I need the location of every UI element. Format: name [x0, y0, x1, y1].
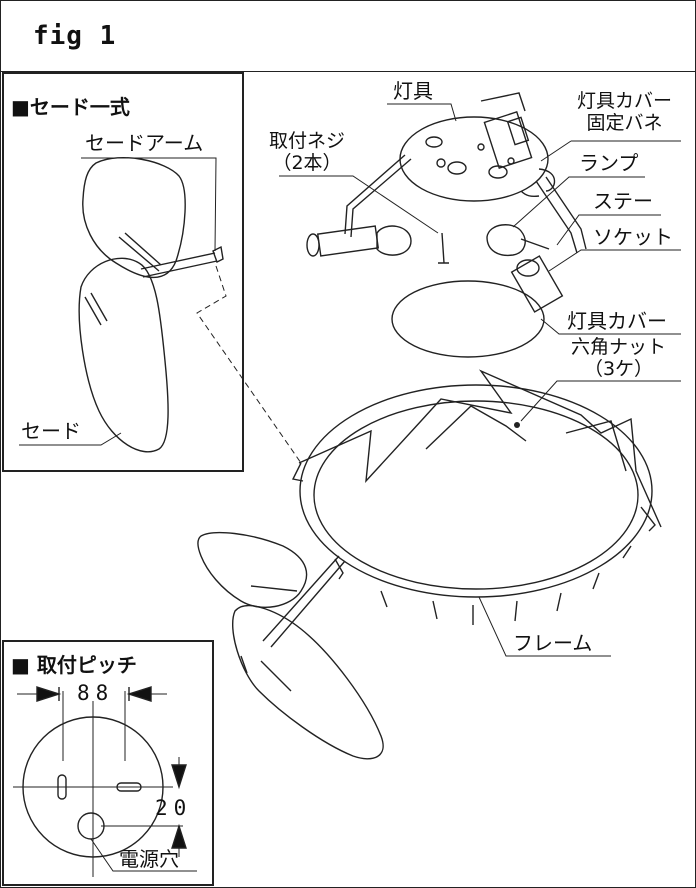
dim-arrow-top	[171, 764, 187, 790]
panel-shade-upper	[82, 156, 186, 279]
label-shade-arm: セードアーム	[85, 131, 204, 155]
frame-shade-arm	[262, 555, 346, 648]
figure-title: fig 1	[33, 21, 117, 51]
fixture-cover	[391, 280, 545, 358]
frame-shade-upper	[197, 531, 308, 608]
pitch-heading: ■ 取付ピッチ	[11, 653, 137, 677]
shade-panel-frame	[2, 72, 244, 472]
dim-arrow-right	[126, 686, 152, 702]
label-lamp: ランプ	[579, 151, 639, 175]
label-hex-nut: 六角ナット （3ケ）	[571, 336, 667, 381]
stay-right	[535, 176, 587, 254]
label-fixture-cover-spring: 灯具カバー 固定バネ	[577, 90, 673, 135]
mount-screw	[438, 232, 449, 264]
dim-arrow-left	[36, 686, 62, 702]
shade-set-heading: ■セード一式	[11, 95, 130, 119]
pitch-dimension-value: 88	[77, 681, 115, 705]
frame-shade-lower	[231, 604, 384, 760]
mount-slot-right	[116, 782, 142, 792]
label-fixture-cover: 灯具カバー	[567, 309, 667, 333]
label-mount-screw-line1: 取付ネジ	[269, 130, 346, 152]
title-bar: fig 1	[1, 1, 695, 72]
label-fixture-cover-spring-line2: 固定バネ	[586, 111, 663, 134]
panel-shade-lower	[78, 257, 169, 453]
frame-ring-outer	[299, 384, 653, 598]
label-fixture-cover-spring-line1: 灯具カバー	[577, 90, 673, 112]
label-shade: セード	[21, 419, 81, 443]
label-stay: ステー	[593, 189, 653, 213]
label-frame: フレーム	[513, 631, 593, 655]
label-power-hole: 電源穴	[119, 847, 179, 871]
dim-arrow-bottom	[171, 823, 187, 849]
label-fixture: 灯具	[393, 79, 433, 103]
pitch-panel-frame	[2, 640, 214, 886]
label-mount-screw-line2: （2本）	[272, 151, 342, 174]
frame-ring-inner	[313, 400, 639, 590]
mount-slot-left	[57, 774, 67, 800]
label-mount-screw: 取付ネジ （2本）	[269, 130, 346, 175]
label-hex-nut-line1: 六角ナット	[571, 336, 667, 358]
offset-dimension-value: 20	[155, 796, 193, 820]
power-hole	[77, 812, 105, 840]
stay-left	[344, 154, 412, 238]
label-socket: ソケット	[593, 225, 673, 249]
label-hex-nut-line2: （3ケ）	[583, 357, 654, 380]
